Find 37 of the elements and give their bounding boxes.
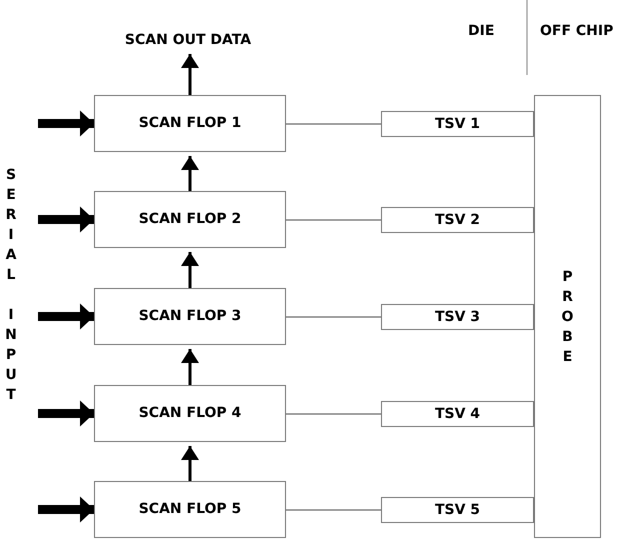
box-label: TSV 3 [434,308,480,326]
tsv-box [381,401,534,427]
probe-box [534,95,601,538]
scan-flop-box [94,385,286,442]
box-label: SCAN FLOP 3 [138,307,242,326]
arrow [181,252,199,288]
arrow [181,156,199,191]
tsv-box [381,497,534,523]
tsv-box [381,304,534,330]
arrow [38,304,94,330]
arrow [38,206,94,232]
scan-flop-box [94,481,286,538]
arrow [181,349,199,385]
box-label: TSV 2 [434,210,480,230]
region-label: DIE [468,22,494,41]
box-label: SCAN FLOP 2 [138,210,242,229]
arrow [181,446,199,481]
arrow [38,496,94,522]
arrow [38,400,94,426]
connector-line [286,316,382,318]
output-label: SCAN OUT DATA [108,30,268,50]
tsv-box [381,207,534,233]
box-label: TSV 1 [434,114,480,134]
scan-flop-box [94,95,286,152]
box-label: TSV 5 [434,500,480,520]
vertical-label: SERIAL INPUT [4,166,18,405]
scan-flop-box [94,191,286,248]
arrow [38,110,94,136]
box-label: SCAN FLOP 1 [138,114,242,133]
box-label: SCAN FLOP 5 [138,500,242,519]
tsv-box [381,111,534,137]
arrow [181,54,199,95]
box-label: SCAN FLOP 4 [138,404,242,423]
region-label: OFF CHIP [540,22,614,41]
scan-flop-box [94,288,286,345]
probe-label: PROBE [560,268,574,366]
box-label: TSV 4 [434,404,480,424]
